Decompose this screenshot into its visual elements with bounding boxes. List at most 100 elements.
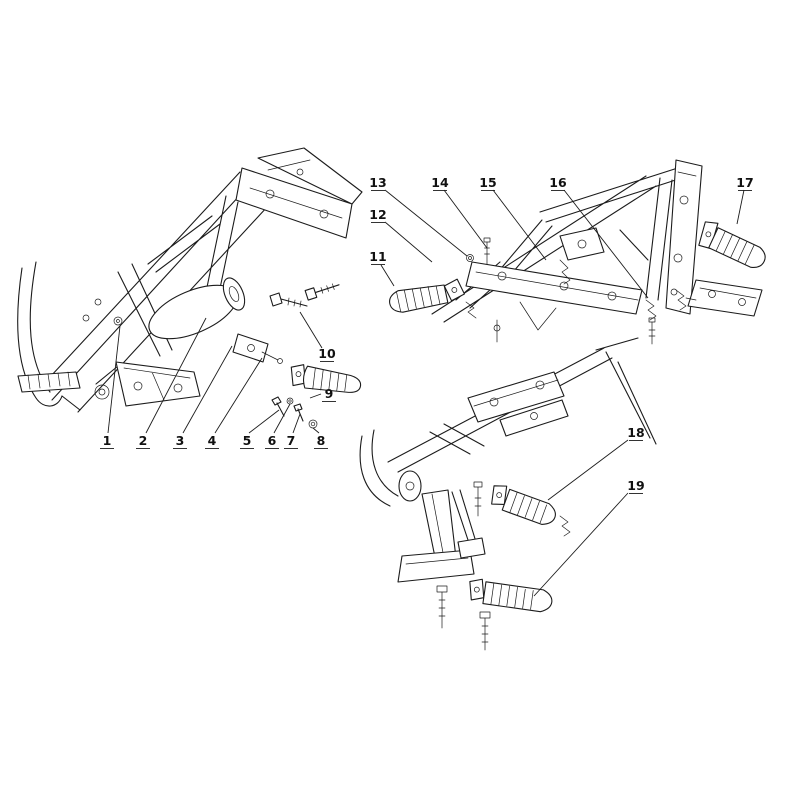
bolt-10a-threads [287,297,302,308]
callout-1: 1 [100,325,121,449]
footpeg-18-pin [496,492,503,498]
bottom-fastener-18 [473,481,483,517]
callout-leader-line [547,439,629,501]
bolt-10b-body [304,284,340,301]
bolt-5 [271,396,285,417]
callout-9: 9 [309,386,336,402]
pivot-clevis-detail [247,344,283,364]
stand-bolt [436,585,448,629]
footpeg-11-pin [451,287,458,293]
callout-number: 10 [318,346,336,361]
callout-leader-line [292,413,301,434]
callout-number: 18 [627,425,644,440]
footpeg-11-clevis [443,278,465,302]
stand-bracket-leg-detail [431,493,445,559]
footpeg-18-body [501,488,556,525]
left-footpeg-hanger [115,361,201,407]
footrest-crossbar-detail [475,271,639,331]
callout-number: 14 [431,175,449,190]
bolts-10 [269,283,340,308]
callout-leader-line [563,189,649,299]
footrest-crossbar [465,261,643,315]
callout-12: 12 [369,207,433,263]
footpeg-19-ribs [490,582,534,610]
pivot-clevis-bracket [232,333,269,363]
left-pivot-tube-bore [228,286,240,302]
callout-number: 2 [139,433,148,448]
footpeg-11 [389,278,465,313]
footpeg-19-body [482,581,553,613]
footpeg-17-body [708,227,766,268]
bottom-pivot-boss [398,470,422,502]
stand-foot [397,549,475,583]
callout-leader-line [380,264,395,287]
callout-leader-line [309,393,322,399]
callout-15: 15 [479,175,547,261]
callout-8: 8 [312,427,328,449]
left-frame-holes [82,298,123,326]
stand-second-leg [451,489,477,547]
callout-leader-line [736,189,745,225]
right-frame-assembly [389,159,766,345]
callout-leader-line [384,221,433,263]
bottom-second-plate [499,399,569,437]
left-frame-tubes [17,171,269,413]
bottom-frame-assembly [359,337,657,651]
callout-leader-line [273,403,291,434]
bottom-upper-bracket [467,371,565,423]
left-pivot-tube-end [222,277,246,311]
left-footpeg-hanger-detail [94,367,191,401]
left-top-bracket-plate [235,147,363,239]
footpeg-17-ribs [715,230,755,265]
left-lower-footpeg-ribs [27,371,71,390]
callout-16: 16 [549,175,649,299]
callout-2: 2 [136,317,207,449]
nut-8 [308,419,318,429]
callout-number: 8 [317,433,326,448]
callout-number: 19 [627,478,644,493]
footpeg-17-pin [705,231,712,238]
right-end-bracket-detail [670,171,697,296]
callout-number: 15 [479,175,496,190]
callout-number: 13 [369,175,386,190]
footpeg-9-ribs [312,367,348,392]
callout-4: 4 [205,357,263,449]
callout-number: 17 [736,175,753,190]
callout-number: 11 [369,249,386,264]
right-end-bracket [665,159,703,315]
small-fasteners-5-8 [271,396,318,429]
callout-leader-line [182,345,233,434]
callout-leader-line [145,317,207,434]
footpeg-19-pin [473,586,480,593]
stand-foot-detail [405,557,469,565]
footpeg-11-ribs [396,285,441,312]
callout-6: 6 [265,403,291,449]
right-lower-bracket [687,279,763,317]
footpeg-18-spring [559,515,571,537]
footpeg-9-body [302,365,362,393]
callout-leader-line [492,189,547,261]
footpeg-9-pin [295,371,302,377]
callout-10: 10 [299,311,336,362]
footpeg-18 [491,485,556,525]
callout-7: 7 [284,413,301,449]
center-bracket [559,227,605,261]
callout-13: 13 [369,175,468,257]
callout-number: 6 [268,433,277,448]
center-bracket-hole [577,239,587,249]
callout-number: 12 [369,207,386,222]
callout-number: 5 [243,433,252,448]
callout-number: 9 [325,386,334,401]
callout-17: 17 [736,175,754,225]
bolt-7 [293,403,304,422]
bolt-10b [304,283,340,301]
bottom-second-plate-hole [530,412,538,420]
callout-19: 19 [533,478,645,597]
footpeg-17 [698,221,766,268]
callout-leader-line [299,311,323,349]
callout-leader-line [107,325,121,434]
callout-leader-line [214,357,263,434]
